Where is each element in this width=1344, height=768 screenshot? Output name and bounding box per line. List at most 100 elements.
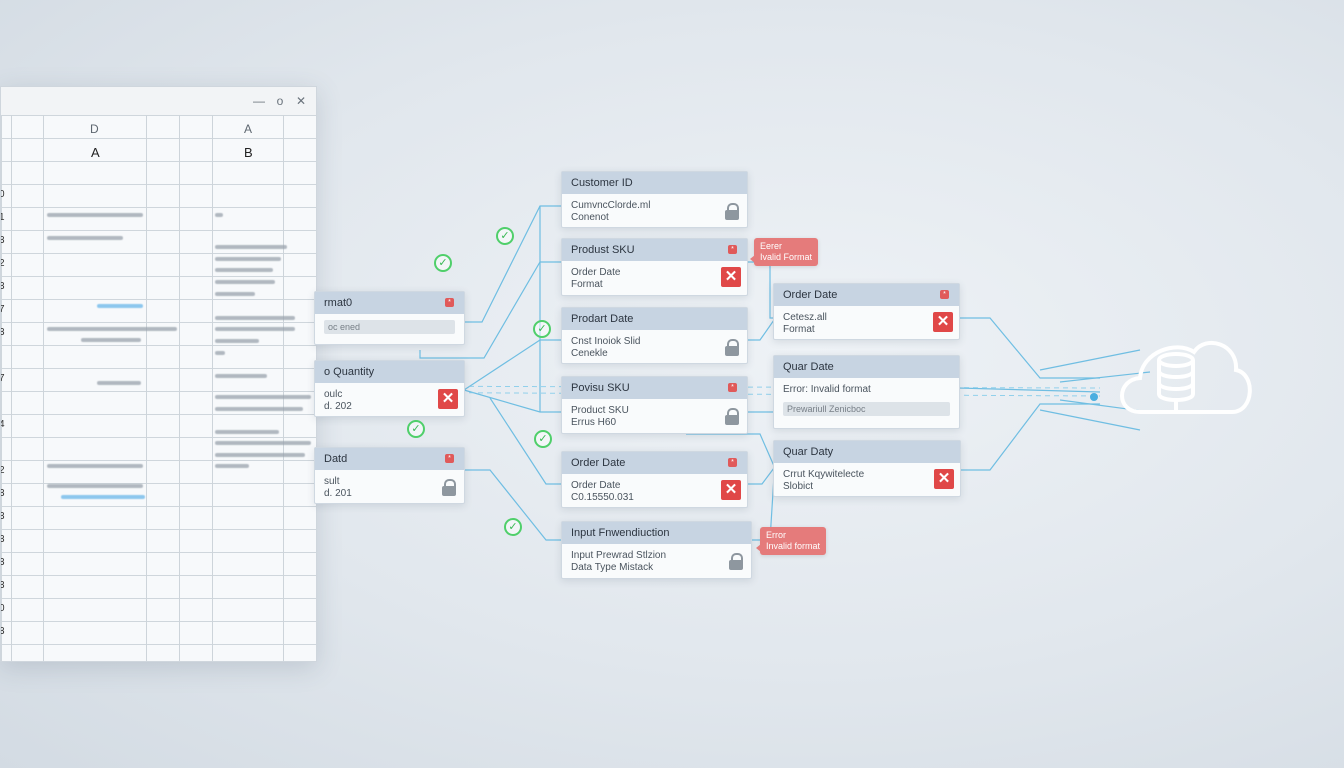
check-icon: ✓ [534,430,552,448]
field-line: Order Date [571,267,621,278]
cell-text [215,292,255,296]
field-input[interactable]: oc ened [324,320,455,334]
field-line: CumvncClorde.ml [571,200,651,211]
row-number: 3 [1,580,5,591]
row-number: 3 [1,488,5,499]
field-line: d. 202 [324,401,352,412]
row-number: 0 [1,189,5,200]
lock-icon [725,203,739,220]
field-card-order-date-right[interactable]: Order Date* Cetesz.all Format ✕ [773,283,960,340]
field-line: Crrut Kqywitelecte [783,469,865,480]
field-card[interactable]: rmat0* oc ened [314,291,465,345]
cell-text [215,430,279,434]
field-title: Prodart Date [562,308,747,330]
field-card-quar-daty[interactable]: Quar Daty Crrut Kqywitelecte Slobict ✕ [773,440,961,497]
check-icon: ✓ [496,227,514,245]
field-title: Datd* [315,448,464,470]
field-line: Slobict [783,481,814,492]
field-line: oulc [324,389,343,400]
cell-text [47,213,143,217]
field-line: Input Prewrad Stlzion [571,550,667,561]
field-line: C0.15550.031 [571,492,634,503]
cell-text [215,327,295,331]
check-icon: ✓ [504,518,522,536]
lock-icon [725,339,739,356]
field-line: Errus H60 [571,417,617,428]
error-dot-icon: * [445,454,454,463]
field-card-customer-id[interactable]: Customer ID CumvncClorde.ml Conenot [561,171,748,228]
close-button[interactable]: ✕ [295,94,307,108]
reject-x-icon[interactable]: ✕ [721,480,741,500]
field-title: Produst SKU* [562,239,747,261]
cell-text [215,316,295,320]
field-line: Product SKU [571,405,629,416]
reject-x-icon[interactable]: ✕ [438,389,458,409]
field-card-product-sku[interactable]: Produst SKU* Order Date Format ✕ [561,238,748,296]
minimize-button[interactable]: — [253,94,265,108]
cell-text [215,268,273,272]
row-number: 4 [1,419,5,430]
row-number: 3 [1,511,5,522]
lock-icon [725,408,739,425]
field-line: Order Date [571,480,621,491]
cell-text [215,213,223,217]
error-dot-icon: * [728,458,737,467]
field-card[interactable]: o Quantity oulc d. 202 ✕ [314,360,465,417]
row-number: 2 [1,258,5,269]
spreadsheet-window: — o ✕ D A A B 0 1 3 2 3 7 3 7 4 2 3 3 3 … [0,86,317,662]
field-input[interactable]: Prewariull Zenicboc [783,402,950,416]
column-header[interactable]: B [244,145,253,160]
cell-text [215,351,225,355]
field-line: Cnst Inoiok Slid [571,336,641,347]
column-header[interactable]: D [90,122,99,136]
row-number: 3 [1,327,5,338]
maximize-button[interactable]: o [276,94,284,108]
lock-icon [442,479,456,496]
field-card-order-date[interactable]: Order Date* Order Date C0.15550.031 ✕ [561,451,748,508]
cell-grid[interactable] [1,115,316,661]
field-card[interactable]: Datd* sult d. 201 [314,447,465,504]
field-line: Cetesz.all [783,312,827,323]
reject-x-icon[interactable]: ✕ [721,267,741,287]
cell-text [215,395,311,399]
field-line: Conenot [571,212,609,223]
check-icon: ✓ [407,420,425,438]
row-number: 0 [1,603,5,614]
field-line: Format [783,324,815,335]
row-number: 1 [1,212,5,223]
reject-x-icon[interactable]: ✕ [933,312,953,332]
cell-text [215,453,305,457]
error-message: Error: Invalid format [783,384,871,395]
column-header[interactable]: A [91,145,100,160]
field-card-quar-date[interactable]: Quar Date Error: Invalid format Prewariu… [773,355,960,429]
field-title: Quar Date [774,356,959,378]
field-title: Input Fnwendiuction [562,522,751,544]
row-number: 3 [1,626,5,637]
cell-text [215,339,259,343]
lock-icon [729,553,743,570]
field-card-product-date[interactable]: Prodart Date Cnst Inoiok Slid Cenekle [561,307,748,364]
cell-text [215,374,267,378]
field-line: Cenekle [571,348,608,359]
cell-text [215,245,287,249]
row-number: 2 [1,465,5,476]
cloud-database-icon [1120,341,1252,414]
cell-text [215,464,249,468]
field-title: Order Date* [562,452,747,474]
row-number: 3 [1,534,5,545]
field-card-povisu-sku[interactable]: Povisu SKU* Product SKU Errus H60 [561,376,748,434]
row-number: 3 [1,557,5,568]
error-dot-icon: * [940,290,949,299]
cell-text [47,484,143,488]
field-title: Order Date* [774,284,959,306]
field-title: Quar Daty [774,441,960,463]
row-number: 3 [1,281,5,292]
column-header[interactable]: A [244,122,253,136]
row-number: 7 [1,373,5,384]
reject-x-icon[interactable]: ✕ [934,469,954,489]
field-title: Customer ID [562,172,747,194]
field-line: Format [571,279,603,290]
cell-text [215,407,303,411]
field-card-input[interactable]: Input Fnwendiuction Input Prewrad Stlzio… [561,521,752,579]
